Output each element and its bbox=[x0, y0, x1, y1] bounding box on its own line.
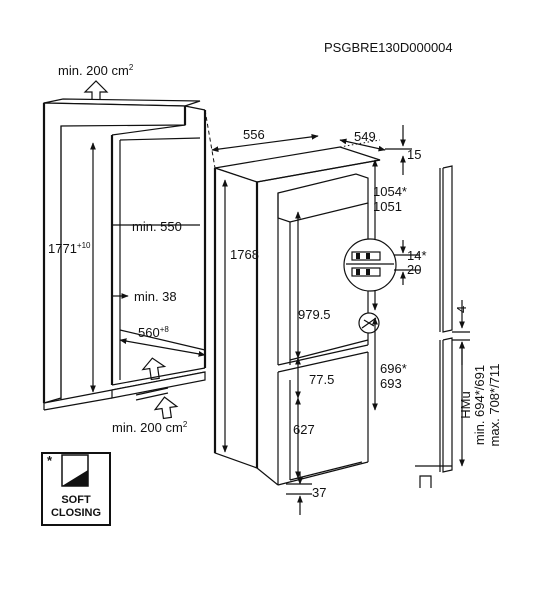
niche-depth-label: min. 550 bbox=[132, 219, 182, 234]
product-code: PSGBRE130D000004 bbox=[324, 40, 453, 55]
hinge-detail-circle bbox=[343, 238, 420, 292]
bottom-vent-arrow-in-icon bbox=[141, 357, 167, 381]
badge-asterisk: * bbox=[47, 453, 53, 468]
gap-min-label: min. 38 bbox=[134, 289, 177, 304]
lower-ref-a-label: 696* bbox=[380, 361, 407, 376]
upper-door-label: 979.5 bbox=[298, 307, 331, 322]
appliance-width-label: 556 bbox=[243, 127, 265, 142]
door-height-a-label: 1054* bbox=[373, 184, 407, 199]
hmu-min-range-label: min. 694*/691 bbox=[472, 365, 487, 445]
detail-a-label: 14* bbox=[407, 248, 427, 263]
top-offset-label: 15 bbox=[407, 147, 421, 162]
lower-door-label: 627 bbox=[293, 422, 315, 437]
bottom-vent-arrow-out-icon bbox=[153, 396, 179, 420]
lower-ref-b-label: 693 bbox=[380, 376, 402, 391]
appliance-width-dimension bbox=[211, 133, 319, 153]
top-ventilation-label: min. 200 cm2 bbox=[58, 63, 134, 78]
appliance-depth-label: 549 bbox=[354, 129, 376, 144]
door-shade-icon bbox=[62, 470, 88, 486]
niche-cabinet bbox=[42, 98, 207, 411]
detail-b-label: 20 bbox=[407, 262, 421, 277]
bottom-offset-label: 37 bbox=[312, 485, 326, 500]
furniture-door-profile bbox=[415, 165, 453, 488]
hinge-gap-label: 77.5 bbox=[309, 372, 334, 387]
door-height-b-label: 1051 bbox=[373, 199, 402, 214]
niche-width-dimension bbox=[119, 338, 206, 357]
projection-line bbox=[204, 109, 216, 169]
door-gap-label: 4 bbox=[454, 306, 469, 313]
bottom-ventilation-label: min. 200 cm2 bbox=[112, 420, 188, 435]
niche-height-label: 1771+10 bbox=[48, 241, 91, 256]
hmu-label: HMu bbox=[458, 391, 473, 418]
badge-line2: CLOSING bbox=[51, 507, 101, 519]
appliance-height-label: 1768 bbox=[230, 247, 259, 262]
soft-closing-badge: * SOFT CLOSING bbox=[41, 452, 111, 526]
hmu-max-range-label: max. 708*/711 bbox=[487, 364, 502, 447]
hinge-small-circle bbox=[358, 312, 380, 334]
niche-width-label: 560+8 bbox=[138, 325, 169, 340]
appliance-depth-dimension bbox=[339, 138, 386, 152]
badge-line1: SOFT bbox=[61, 494, 91, 506]
